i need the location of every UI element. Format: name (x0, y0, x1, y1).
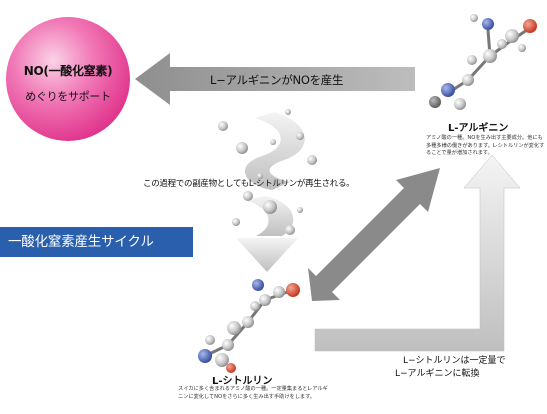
citrulline-title: L-シトルリン (212, 376, 273, 387)
cycle-badge: 一酸化窒素産生サイクル (0, 227, 193, 257)
citrulline-description: スイカに多く含まれるアミノ酸の一種。一定量集まるとL-アルギニンに変化してNOを… (178, 386, 328, 400)
no-circle-title: NO(一酸化窒素) (23, 64, 113, 78)
wavy-flow (236, 112, 305, 272)
arginine-molecule (429, 14, 537, 110)
no-circle-subtitle: めぐりをサポート (25, 90, 111, 103)
conversion-note-line1: L−シトルリンは一定量で (403, 356, 506, 366)
no-circle (6, 17, 130, 141)
bubbles (218, 109, 317, 235)
byproduct-note: この過程での副産物としてもL-シトルリンが再生される。 (143, 179, 355, 189)
return-arrow (314, 154, 521, 352)
synergy-arrow (308, 168, 440, 301)
arginine-description: アミノ酸の一種。NOを生み出す主要成分。他にも多種多様の働きがあります。L-シト… (426, 135, 545, 156)
citrulline-molecule (198, 279, 300, 373)
conversion-note-line2: L−アルギニンに転換 (395, 369, 480, 379)
top-arrow (135, 53, 415, 105)
top-arrow-label: L−アルギニンがNOを産生 (210, 73, 344, 87)
arginine-title: L-アルギニン (448, 123, 509, 134)
